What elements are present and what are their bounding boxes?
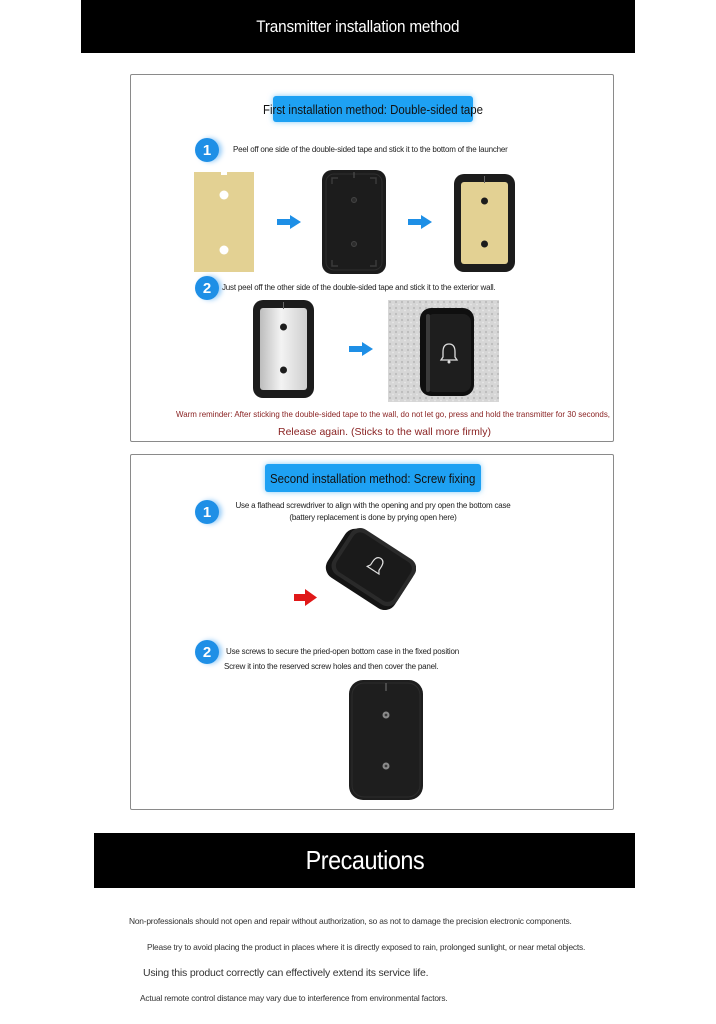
- method1-warning-line2: Release again. (Sticks to the wall more …: [278, 426, 491, 438]
- method1-step2-number: 2: [195, 276, 219, 300]
- method1-step1-text: Peel off one side of the double-sided ta…: [233, 145, 508, 154]
- arrow-right-icon: [277, 215, 301, 229]
- method2-title: Second installation method: Screw fixing: [270, 470, 476, 486]
- method1-title: First installation method: Double-sided …: [262, 101, 484, 117]
- method2-step2-text2: Screw it into the reserved screw holes a…: [224, 662, 439, 671]
- transmitter-pry-open-image: [294, 527, 416, 611]
- precautions-banner: Precautions: [94, 833, 635, 888]
- header-title: Transmitter installation method: [256, 16, 460, 36]
- method2-step1-number: 1: [195, 500, 219, 524]
- precaution-item: Please try to avoid placing the product …: [147, 942, 586, 952]
- launcher-peeled-tape-image: [253, 300, 314, 398]
- method1-step2-text: Just peel off the other side of the doub…: [222, 283, 496, 292]
- back-case-screws-image: [349, 680, 423, 800]
- method1-warning-line1: Warm reminder: After sticking the double…: [176, 409, 610, 419]
- method2-step2-text: Use screws to secure the pried-open bott…: [226, 647, 459, 656]
- arrow-right-icon: [349, 342, 373, 356]
- precaution-item: Using this product correctly can effecti…: [143, 967, 429, 979]
- precautions-title: Precautions: [305, 845, 424, 875]
- precaution-item: Actual remote control distance may vary …: [140, 993, 448, 1003]
- transmitter-on-wall-image: [388, 300, 499, 402]
- method2-title-pill: Second installation method: Screw fixing: [265, 464, 481, 492]
- header-banner: Transmitter installation method: [81, 0, 635, 53]
- method2-step1-text: Use a flathead screwdriver to align with…: [235, 501, 511, 522]
- method1-title-pill: First installation method: Double-sided …: [263, 96, 483, 122]
- launcher-bottom-image: [322, 170, 386, 274]
- launcher-with-tape-image: [454, 174, 515, 272]
- precaution-item: Non-professionals should not open and re…: [129, 916, 572, 926]
- method2-step2-number: 2: [195, 640, 219, 664]
- double-sided-tape-image: [194, 172, 254, 272]
- method1-step1-number: 1: [195, 138, 219, 162]
- arrow-right-icon: [408, 215, 432, 229]
